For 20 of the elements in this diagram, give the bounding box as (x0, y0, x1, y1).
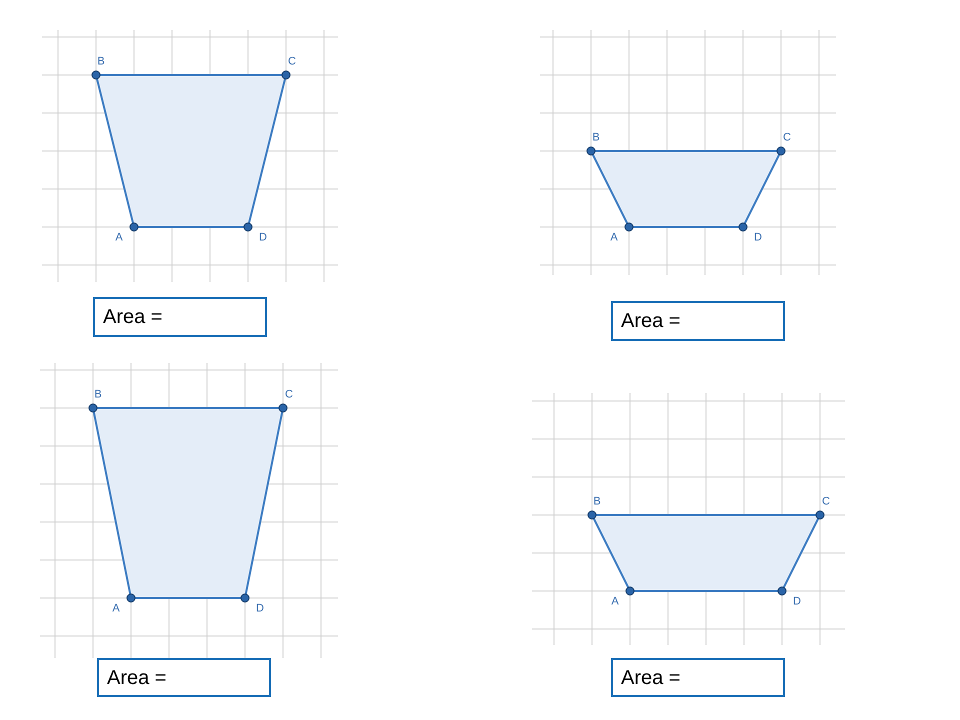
vertex-label: D (256, 604, 264, 614)
vertex-label: C (285, 390, 293, 400)
answer-box: Area = (611, 658, 785, 697)
vertex-label: A (610, 232, 618, 244)
vertex-label: C (822, 496, 830, 508)
vertex-label: A (112, 604, 120, 614)
vertex-label: D (793, 596, 801, 608)
vertex-label: B (593, 496, 601, 508)
vertex-label: B (97, 56, 105, 68)
vertex-label: C (783, 132, 791, 144)
vertex-label: D (259, 232, 267, 244)
answer-box: Area = (611, 301, 785, 341)
vertex-label: A (611, 596, 619, 608)
vertex-label: C (288, 56, 296, 68)
vertex-label: B (94, 390, 102, 400)
answer-box: Area = (93, 297, 267, 337)
answer-box: Area = (97, 658, 271, 697)
vertex-label: B (592, 132, 600, 144)
vertex-label: A (115, 232, 123, 244)
vertex-label: D (754, 232, 762, 244)
